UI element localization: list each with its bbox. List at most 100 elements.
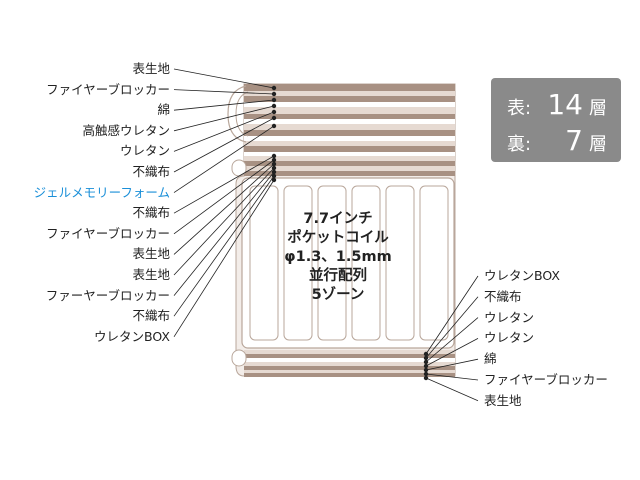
- left-leader-dot: [271, 177, 277, 183]
- bottom-layer-band: [244, 354, 455, 358]
- left-layer-label: 表生地: [132, 61, 170, 76]
- right-leader-line: [425, 377, 479, 402]
- right-leader-dot: [423, 351, 429, 357]
- right-layer-label: ファイヤーブロッカー: [484, 372, 608, 387]
- bottom-layers: [244, 350, 455, 377]
- top-layer-band: [244, 171, 455, 176]
- coil-spec-line-arrangement: 並行配列: [309, 268, 367, 284]
- top-layer-band: [244, 161, 455, 166]
- top-layer-band: [244, 91, 455, 96]
- pocket-coil: [419, 185, 449, 341]
- left-layer-label: 表生地: [132, 267, 170, 282]
- right-leader-dot: [423, 375, 429, 381]
- right-leader-line: [425, 338, 479, 367]
- left-leader-dot: [271, 153, 277, 159]
- left-leader-dot: [271, 173, 277, 179]
- badge-back-row: 裏: 7 層: [507, 124, 607, 157]
- left-leader-line: [173, 167, 275, 276]
- top-layer-band: [244, 119, 455, 124]
- top-layer-band: [244, 136, 455, 141]
- right-layer-label: 不織布: [484, 288, 522, 304]
- left-leader-line: [173, 89, 275, 95]
- top-layer-band: [244, 166, 455, 171]
- bottom-layer-band: [244, 358, 455, 362]
- left-leader-line: [173, 111, 275, 152]
- top-layer-band: [244, 146, 455, 152]
- bottom-layer-band: [244, 373, 455, 377]
- left-leader-dot: [271, 161, 277, 167]
- left-layer-label: ファーヤーブロッカー: [45, 287, 170, 303]
- left-leader-line: [173, 159, 275, 235]
- left-leader-dot: [271, 103, 277, 109]
- pocket-coil: [283, 185, 313, 341]
- left-leader-line: [173, 175, 275, 317]
- top-layer-band: [244, 84, 455, 91]
- bottom-layer-band: [244, 362, 455, 366]
- right-leader-lines: [423, 275, 479, 402]
- badge-back-count: 7: [565, 124, 583, 157]
- top-layer-band: [244, 114, 455, 119]
- left-layer-label: 不織布: [132, 308, 170, 324]
- left-leader-line: [173, 99, 275, 111]
- left-layer-label: ジェルメモリーフォーム: [33, 184, 170, 200]
- top-layer-band: [244, 156, 455, 161]
- left-leader-line: [173, 155, 275, 214]
- left-layer-label: 表生地: [132, 246, 170, 262]
- pocket-coil: [351, 185, 381, 341]
- top-layer-band: [244, 102, 455, 107]
- coil-spec-text: 7.7インチ ポケットコイル φ1.3、1.5mm 並行配列 5ゾーン: [280, 210, 396, 305]
- left-leader-dot: [271, 157, 277, 163]
- right-layer-label: ウレタン: [484, 330, 535, 346]
- right-leader-dot: [423, 355, 429, 361]
- bottom-layer-band: [244, 350, 455, 354]
- left-leader-dot: [271, 109, 277, 115]
- left-layer-label: ファイヤーブロッカー: [46, 81, 170, 97]
- top-layer-band: [244, 124, 455, 130]
- left-leader-dot: [271, 165, 277, 171]
- right-leader-line: [425, 317, 479, 363]
- left-leader-line: [173, 68, 275, 89]
- left-leader-dot: [271, 169, 277, 175]
- left-leader-dot: [271, 123, 277, 129]
- coil-spec-line-zones: 5ゾーン: [311, 287, 365, 303]
- left-leader-line: [173, 117, 275, 173]
- bottom-layer-band: [244, 366, 455, 370]
- right-layer-label: ウレタン: [484, 309, 535, 325]
- pillow-top-edge-inner: [235, 91, 249, 137]
- left-layer-label: 綿: [157, 102, 170, 118]
- badge-front-count: 14: [547, 88, 583, 121]
- badge-back-unit: 層: [589, 134, 607, 155]
- right-leader-dot: [423, 363, 429, 369]
- right-leader-line: [425, 296, 479, 359]
- side-bead-bottom: [231, 349, 247, 367]
- pocket-coil: [317, 185, 347, 341]
- right-layer-label: 表生地: [484, 392, 522, 408]
- left-leader-line: [173, 105, 275, 132]
- pocket-coil: [249, 185, 279, 341]
- left-layer-label: 不織布: [132, 205, 170, 221]
- pocket-coil: [385, 185, 415, 341]
- left-leader-line: [173, 125, 275, 193]
- badge-front-row: 表: 14 層: [507, 88, 607, 121]
- right-layer-label: 綿: [484, 351, 497, 367]
- top-layer-band: [244, 107, 455, 114]
- layer-count-badge: 表: 14 層 裏: 7 層: [491, 78, 621, 162]
- left-layer-label: ファイヤーブロッカー: [46, 225, 170, 241]
- coil-spec-line-type: ポケットコイル: [287, 230, 389, 246]
- badge-front-label: 表:: [507, 98, 532, 119]
- pocket-coils: [249, 185, 449, 341]
- bottom-layer-band: [244, 370, 455, 373]
- top-layer-band: [244, 141, 455, 146]
- right-layer-label: ウレタンBOX: [484, 268, 560, 283]
- left-leader-lines: [173, 68, 277, 338]
- left-layer-label: ウレタン: [119, 143, 170, 159]
- left-leader-dot: [271, 85, 277, 91]
- left-leader-dot: [271, 97, 277, 103]
- left-leader-line: [173, 179, 275, 338]
- right-leader-line: [425, 373, 479, 381]
- top-layer-band: [244, 152, 455, 156]
- top-layer-band: [244, 130, 455, 136]
- right-leader-line: [425, 275, 479, 355]
